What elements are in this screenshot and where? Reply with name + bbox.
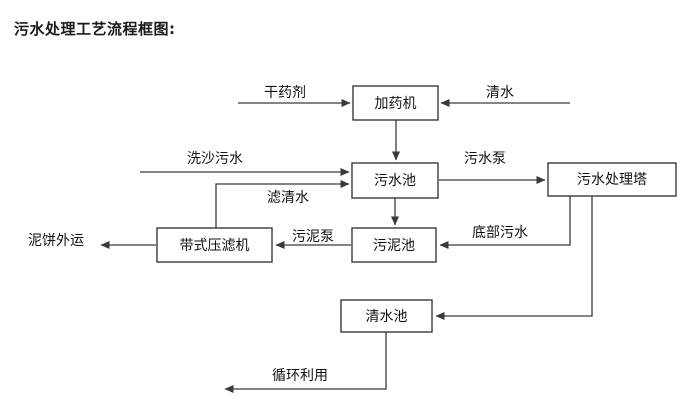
edge-tower-to-sludge [439,196,571,249]
terminal-mud-cake-out: 泥饼外运 [28,233,84,249]
node-belt-filter-press-rect [156,227,273,263]
node-treatment-tower-label: 污水处理塔 [577,172,647,188]
node-clean-water-pool[interactable]: 清水池 [340,299,433,333]
node-sludge-pool[interactable]: 污泥池 [351,227,437,263]
node-dosing-machine-label: 加药机 [375,96,417,112]
edge-label-recycle: 循环利用 [272,368,328,384]
node-sewage-pool[interactable]: 污水池 [351,162,439,199]
node-dosing-machine[interactable]: 加药机 [352,85,439,121]
edge-clean-to-recycle [224,332,387,393]
node-sewage-pool-label: 污水池 [374,173,416,189]
node-dosing-machine-rect [352,85,439,121]
edge-label-sludge-pump: 污泥泵 [292,229,334,245]
node-treatment-tower[interactable]: 污水处理塔 [547,162,677,197]
node-sewage-pool-rect [351,162,439,199]
edge-filtrate-to-sewage [215,180,350,228]
node-treatment-tower-rect [547,162,677,197]
node-belt-filter-press[interactable]: 带式压滤机 [156,227,273,263]
edge-label-filtrate: 滤清水 [267,190,309,206]
edge-label-sewage-pump: 污水泵 [464,151,506,167]
edge-tower-to-clean [435,196,593,320]
node-sludge-pool-label: 污泥池 [373,238,415,254]
node-belt-filter-press-label: 带式压滤机 [180,238,250,254]
edge-label-bottom-sewage: 底部污水 [472,225,528,241]
node-clean-water-pool-label: 清水池 [366,309,408,325]
page-title: 污水处理工艺流程框图: [14,20,176,38]
node-clean-water-pool-rect [340,299,433,333]
node-sludge-pool-rect [351,227,437,263]
edge-label-wash-sewage: 洗沙污水 [187,151,243,167]
edge-label-dry-agent: 干药剂 [264,85,306,101]
edge-label-clean-water-in: 清水 [486,85,514,101]
